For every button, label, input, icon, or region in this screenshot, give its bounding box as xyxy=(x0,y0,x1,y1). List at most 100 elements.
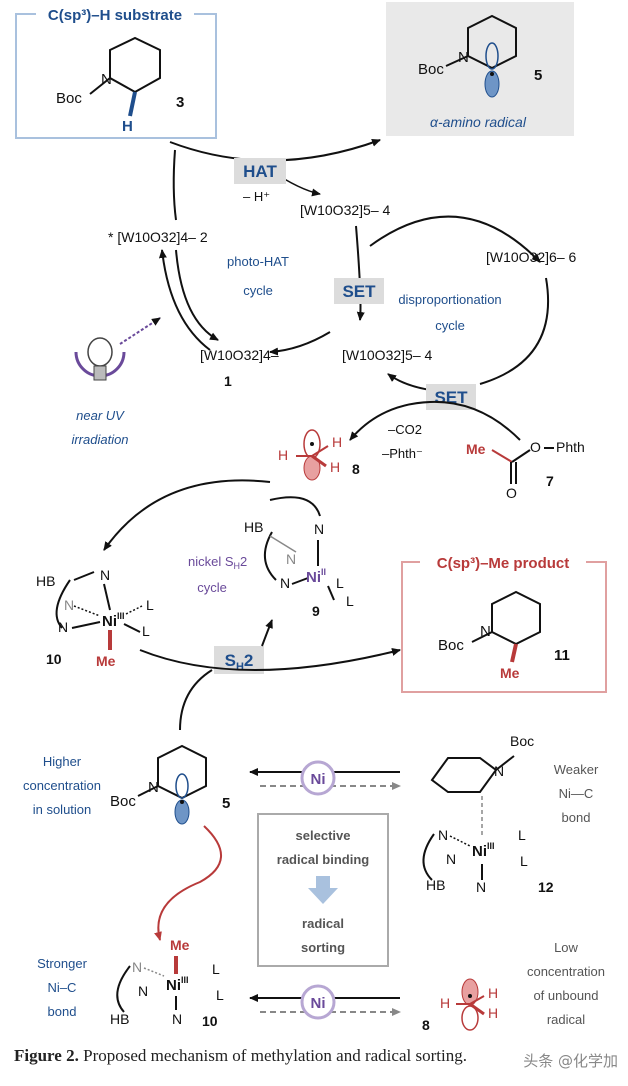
set-label-box-2 xyxy=(426,384,476,410)
caption-bold: Figure 2. xyxy=(14,1046,79,1065)
atom-h: H xyxy=(330,459,340,475)
low-label-4: radical xyxy=(547,1012,585,1027)
species-w1: [W10O32]4– xyxy=(200,347,279,363)
compound-number-10b: 10 xyxy=(202,1013,218,1029)
low-label-1: Low xyxy=(554,940,578,955)
atom-l: L xyxy=(212,961,220,977)
nickel-sh2-label-1: nickel SH2 xyxy=(188,554,247,571)
atom-n: N xyxy=(172,1011,182,1027)
atom-n: N xyxy=(138,983,148,999)
atom-boc: Boc xyxy=(418,61,444,78)
compound-number-8: 8 xyxy=(352,461,360,477)
atom-n: N xyxy=(438,827,448,843)
atom-n: N xyxy=(446,851,456,867)
radical-sorting-box: selective radical binding radical sortin… xyxy=(257,813,389,967)
sorting-label-1: radical xyxy=(302,916,344,931)
species-w6: [W10O32]6– 6 xyxy=(486,249,576,265)
set-label-2: SET xyxy=(434,388,468,407)
methyl-radical-8: H H H 8 xyxy=(278,429,360,481)
atom-boc: Boc xyxy=(110,793,136,810)
sh2-label: SH2 xyxy=(225,651,254,673)
stronger-label-1: Stronger xyxy=(37,956,88,971)
product-title: C(sp³)–Me product xyxy=(437,555,570,572)
radical-caption: α-amino radical xyxy=(430,114,527,130)
near-uv-label-1: near UV xyxy=(76,408,125,423)
atom-h: H xyxy=(488,985,498,1001)
atom-me-red: Me xyxy=(96,653,116,669)
hat-label-box xyxy=(234,158,286,184)
species-w2: * [W10O32]4– 2 xyxy=(108,229,208,245)
atom-l: L xyxy=(520,853,528,869)
compound-number-1: 1 xyxy=(224,373,232,389)
atom-n: N xyxy=(476,879,486,895)
watermark: 头条 @化学加 xyxy=(523,1052,618,1070)
atom-hb: HB xyxy=(110,1011,129,1027)
atom-l: L xyxy=(346,593,354,609)
methyl-radical-8b: H H H 8 xyxy=(422,978,498,1033)
atom-n: N xyxy=(64,597,74,613)
atom-ni-iii: NiIII xyxy=(472,841,495,860)
atom-o: O xyxy=(530,439,541,455)
compound-number-7: 7 xyxy=(546,473,554,489)
atom-n: N xyxy=(494,763,504,779)
atom-n: N xyxy=(148,779,159,796)
sorting-label-2: sorting xyxy=(301,940,345,955)
stronger-label-3: bond xyxy=(48,1004,77,1019)
atom-n: N xyxy=(132,959,142,975)
atom-hb: HB xyxy=(36,573,55,589)
disp-label-2: cycle xyxy=(435,318,465,333)
higher-label-2: concentration xyxy=(23,778,101,793)
atom-h: H xyxy=(440,995,450,1011)
atom-boc: Boc xyxy=(510,733,534,749)
light-bulb-icon xyxy=(74,317,161,381)
weaker-label-3: bond xyxy=(562,810,591,825)
atom-ni-ii: NiII xyxy=(306,567,326,586)
ni-iii-complex-12: N Boc N N NiIII L L HB N 12 xyxy=(422,733,554,895)
atom-h: H xyxy=(278,447,288,463)
compound-number-8b: 8 xyxy=(422,1017,430,1033)
atom-n: N xyxy=(314,521,324,537)
species-w4-top: [W10O32]5– 4 xyxy=(300,202,390,218)
atom-n: N xyxy=(280,575,290,591)
atom-h-blue: H xyxy=(122,118,133,135)
compound-number-5b: 5 xyxy=(222,795,230,812)
atom-hb: HB xyxy=(244,519,263,535)
hat-label: HAT xyxy=(243,162,277,181)
compound-number-10: 10 xyxy=(46,651,62,667)
compound-number-3: 3 xyxy=(176,94,184,111)
disp-label-1: disproportionation xyxy=(398,292,501,307)
ni-iii-complex-10: HB N N N NiIII L L Me 10 xyxy=(36,567,154,669)
phth-minus-label: –Phth⁻ xyxy=(382,446,423,461)
n-acyloxyphthalimide-7: Me O Phth O 7 xyxy=(466,439,585,501)
ni-label: Ni xyxy=(311,995,326,1012)
set-label-1: SET xyxy=(342,282,376,301)
amino-radical-5: N Boc 5 xyxy=(110,744,230,825)
substrate-box: C(sp³)–H substrate N Boc H 3 xyxy=(15,4,217,139)
compound-number-11: 11 xyxy=(554,647,570,664)
piperidine-ring-3 xyxy=(89,36,161,117)
compound-number-9: 9 xyxy=(312,603,320,619)
minus-h-label: – H⁺ xyxy=(243,189,270,204)
stronger-label-2: Ni–C xyxy=(48,980,77,995)
ni-cycle-icon xyxy=(300,984,336,1020)
substrate-title: C(sp³)–H substrate xyxy=(48,7,182,24)
atom-me-red: Me xyxy=(170,937,190,953)
atom-n: N xyxy=(286,551,296,567)
photo-hat-label-2: cycle xyxy=(243,283,273,298)
weaker-label-1: Weaker xyxy=(554,762,599,777)
species-w4-mid: [W10O32]5– 4 xyxy=(342,347,432,363)
figure-caption: Figure 2. Proposed mechanism of methylat… xyxy=(14,1046,614,1066)
higher-label-3: in solution xyxy=(33,802,92,817)
amino-radical-box: N Boc 5 α-amino radical xyxy=(386,2,574,136)
atom-l: L xyxy=(518,827,526,843)
atom-h: H xyxy=(488,1005,498,1021)
atom-n: N xyxy=(480,623,491,640)
mechanism-scheme: C(sp³)–H substrate N Boc H 3 N Boc 5 α-a… xyxy=(15,2,607,1033)
atom-ni-iii: NiIII xyxy=(166,975,189,994)
co2-label: –CO2 xyxy=(388,422,422,437)
atom-boc: Boc xyxy=(56,90,82,107)
selective-label-2: radical binding xyxy=(277,852,370,867)
atom-boc: Boc xyxy=(438,637,464,654)
product-box: C(sp³)–Me product N Boc Me 11 xyxy=(401,552,607,693)
atom-l: L xyxy=(216,987,224,1003)
